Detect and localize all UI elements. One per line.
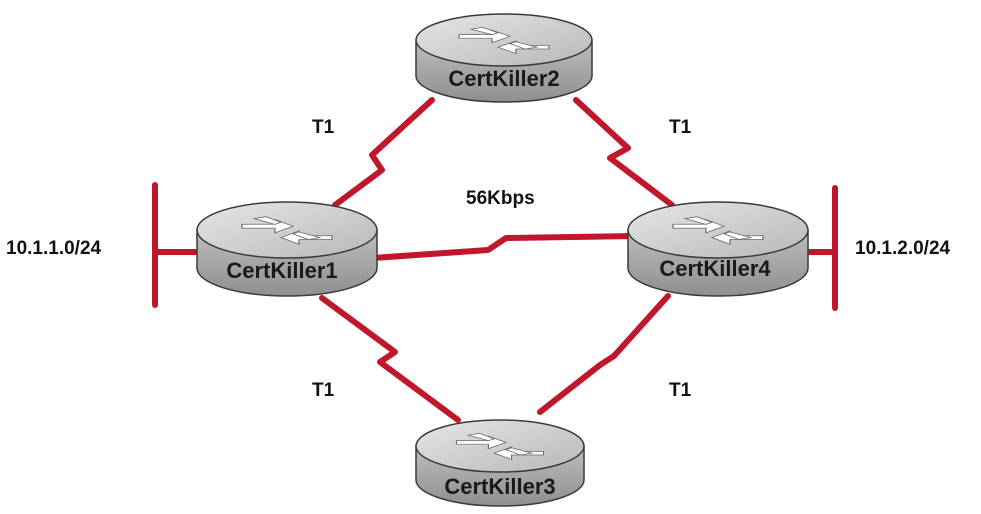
links-layer [152, 97, 838, 423]
link-r1-r2 [332, 97, 435, 208]
network-label-r1: 10.1.1.0/24 [6, 238, 102, 259]
router-label-r1: CertKiller1 [226, 258, 337, 283]
link-label-r3-r4: T1 [669, 380, 692, 401]
router-r3[interactable]: CertKiller3 [415, 419, 585, 507]
link-label-r1-r4: 56Kbps [466, 188, 535, 209]
network-label-r4: 10.1.2.0/24 [855, 238, 951, 259]
link-r1-r3 [319, 295, 461, 423]
router-label-r2: CertKiller2 [448, 66, 559, 91]
router-r1[interactable]: CertKiller1 [196, 201, 378, 297]
link-label-r1-r2: T1 [312, 117, 335, 138]
link-r3-r4 [537, 293, 671, 415]
link-r1-r4 [370, 233, 639, 261]
router-r2[interactable]: CertKiller2 [415, 13, 593, 103]
link-label-r1-r3: T1 [312, 380, 335, 401]
link-label-r2-r4: T1 [669, 117, 692, 138]
link-r2-r4 [573, 97, 675, 208]
router-label-r4: CertKiller4 [659, 256, 771, 281]
router-label-r3: CertKiller3 [444, 474, 555, 499]
router-r4[interactable]: CertKiller4 [627, 201, 809, 297]
